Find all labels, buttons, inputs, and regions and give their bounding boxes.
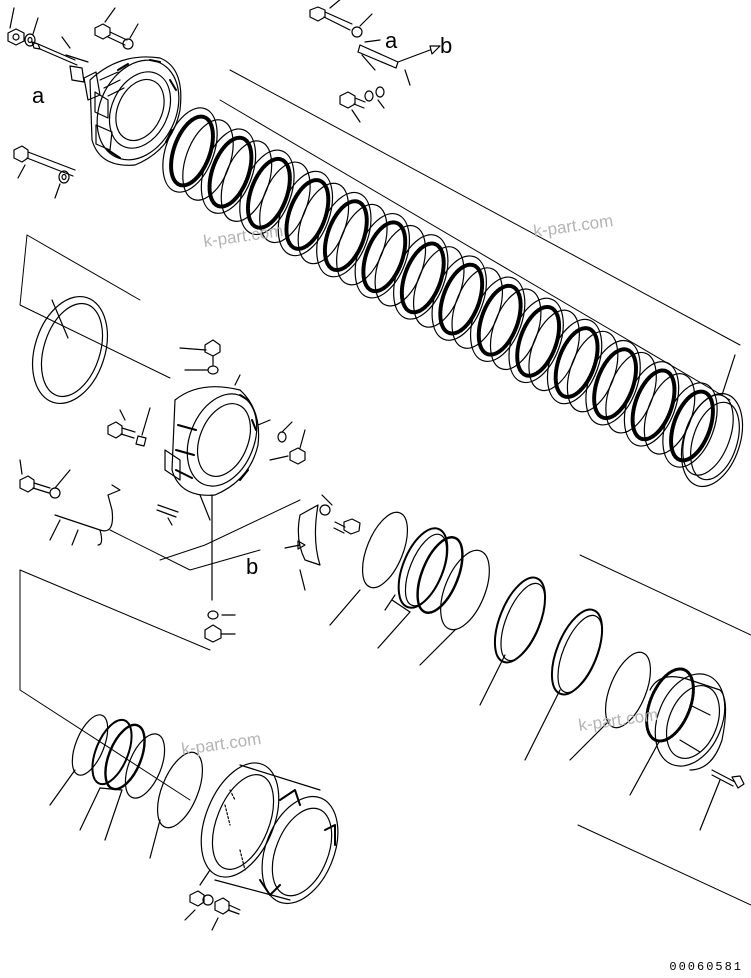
callout-a-top: a (385, 28, 398, 53)
friction-disc (316, 191, 372, 278)
bottom-output-housing (184, 762, 339, 931)
top-right-fasteners (309, 0, 441, 123)
bottom-fittings (204, 610, 236, 643)
friction-disc (508, 297, 564, 384)
callout-a-left: a (32, 83, 45, 108)
friction-disc (393, 234, 449, 320)
friction-disc (469, 276, 526, 362)
clutch-disc-pack (162, 107, 734, 476)
friction-disc (662, 382, 718, 468)
left-thrust-ring (32, 295, 108, 405)
right-end-ring (680, 354, 744, 488)
drawing-number: 00060581 (669, 960, 743, 974)
top-left-fasteners (7, 7, 139, 83)
seal-rings-row (329, 511, 652, 761)
upper-carrier-housing (83, 56, 182, 166)
left-bolt-washer (13, 145, 76, 199)
friction-disc (239, 149, 295, 236)
lock-plate-b (284, 494, 361, 591)
friction-disc (431, 255, 487, 341)
friction-disc (277, 170, 334, 257)
friction-disc (585, 339, 641, 426)
right-gear-hub (629, 667, 745, 831)
friction-disc (354, 213, 411, 299)
group-brackets (19, 69, 751, 906)
middle-housing (107, 339, 306, 601)
friction-disc (546, 318, 603, 405)
callout-b-top: b (440, 33, 453, 58)
callout-b-mid: b (246, 554, 259, 579)
friction-disc (162, 107, 218, 193)
tube-assembly (19, 459, 121, 546)
friction-disc (623, 361, 680, 447)
bottom-left-snap-rings (49, 714, 204, 859)
friction-disc (200, 128, 257, 214)
